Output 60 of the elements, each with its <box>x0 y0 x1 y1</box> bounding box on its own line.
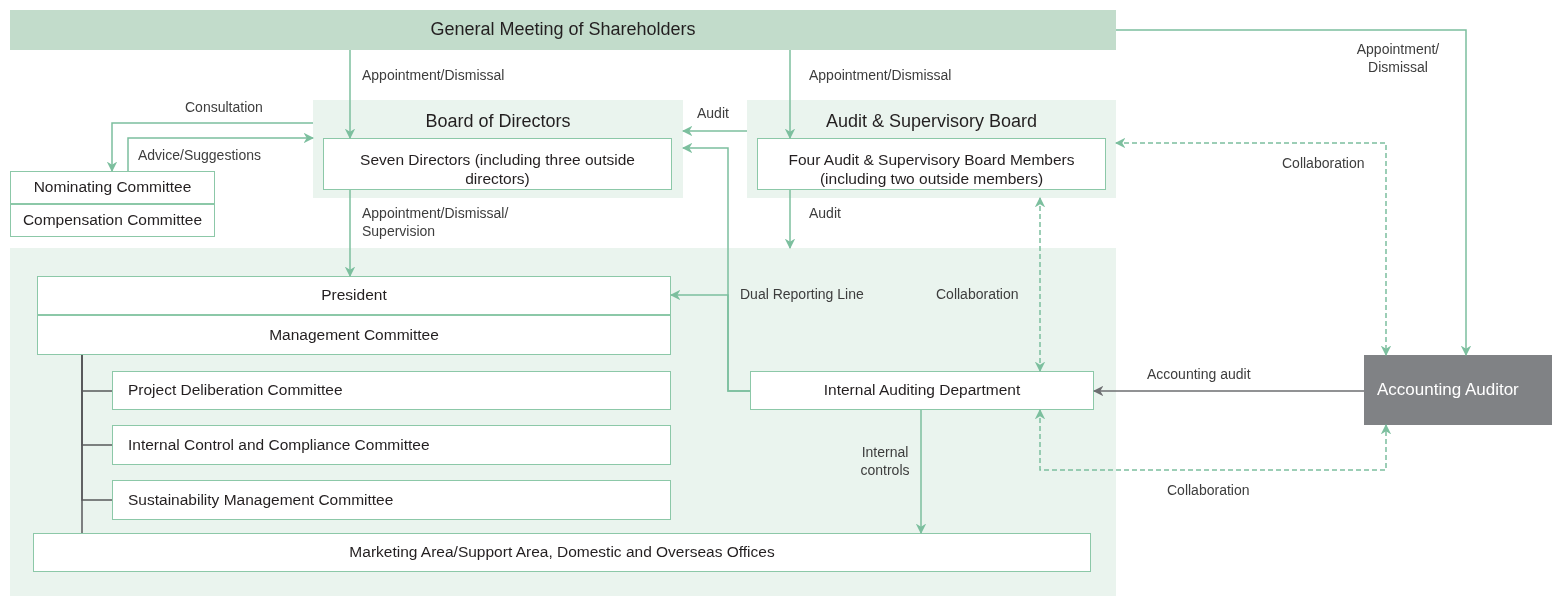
node-label: Marketing Area/Support Area, Domestic and Overseas Offices <box>349 543 775 562</box>
node-label: Sustainability Management Committee <box>128 490 394 510</box>
arrow <box>344 189 356 278</box>
arrow <box>1115 29 1472 357</box>
node-label: General Meeting of Shareholders <box>430 19 696 41</box>
arrow <box>784 49 796 140</box>
node-label: Compensation Committee <box>22 211 203 230</box>
node-label: President <box>321 286 387 305</box>
edge-label: Internal controls <box>859 444 911 479</box>
edge-label: Appointment/Dismissal/ Supervision <box>362 205 510 240</box>
arrow <box>915 409 927 535</box>
node-label: Nominating Committee <box>33 178 192 197</box>
connector-line <box>81 354 83 534</box>
node-label: Project Deliberation Committee <box>128 381 343 400</box>
edge-label: Collaboration <box>1282 155 1365 173</box>
board-panel <box>313 100 683 198</box>
arrow <box>669 289 751 392</box>
arrow <box>1034 196 1046 373</box>
org-box <box>37 276 671 315</box>
arrow <box>681 125 748 137</box>
auditor-box <box>1364 355 1552 425</box>
node-label: Management Committee <box>269 325 439 345</box>
panel-heading: Board of Directors <box>425 111 571 133</box>
arrow <box>784 189 796 250</box>
edge-label: Appointment/Dismissal <box>362 67 505 85</box>
edge-label: Collaboration <box>936 286 1019 304</box>
edge-label: Consultation <box>185 99 263 117</box>
edge-label: Dual Reporting Line <box>740 286 864 304</box>
edge-label: Audit <box>809 205 841 223</box>
panel-heading: Audit & Supervisory Board <box>825 111 1038 133</box>
node-label: Internal Control and Compliance Committee <box>128 435 430 455</box>
meeting-band <box>10 10 1116 50</box>
node-label: Seven Directors (including three outside directors) <box>359 150 636 189</box>
edge-label: Collaboration <box>1167 482 1250 500</box>
board-panel <box>747 100 1116 198</box>
org-box <box>750 371 1094 410</box>
org-box <box>37 315 671 355</box>
node-label: Accounting Auditor <box>1376 379 1520 401</box>
committee-box <box>112 480 671 520</box>
committee-box <box>112 371 671 410</box>
org-box <box>33 533 1091 572</box>
edge-label: Advice/Suggestions <box>138 147 261 165</box>
node-label: Internal Auditing Department <box>823 381 1021 400</box>
edge-label: Appointment/ Dismissal <box>1355 41 1441 76</box>
executive-area <box>10 248 1116 596</box>
edge-label: Audit <box>697 105 729 123</box>
org-box <box>323 138 672 190</box>
org-box <box>10 204 215 237</box>
arrow <box>106 122 314 173</box>
edge-label: Accounting audit <box>1147 366 1251 384</box>
arrow <box>1092 385 1365 397</box>
edge-label: Appointment/Dismissal <box>809 67 952 85</box>
arrow <box>344 49 356 140</box>
committee-box <box>112 425 671 465</box>
arrow <box>1114 137 1392 357</box>
arrow <box>1034 408 1392 471</box>
org-box <box>757 138 1106 190</box>
node-label: Four Audit & Supervisory Board Members (including two outside members) <box>787 150 1076 189</box>
org-box <box>10 171 215 204</box>
arrow <box>127 132 315 172</box>
